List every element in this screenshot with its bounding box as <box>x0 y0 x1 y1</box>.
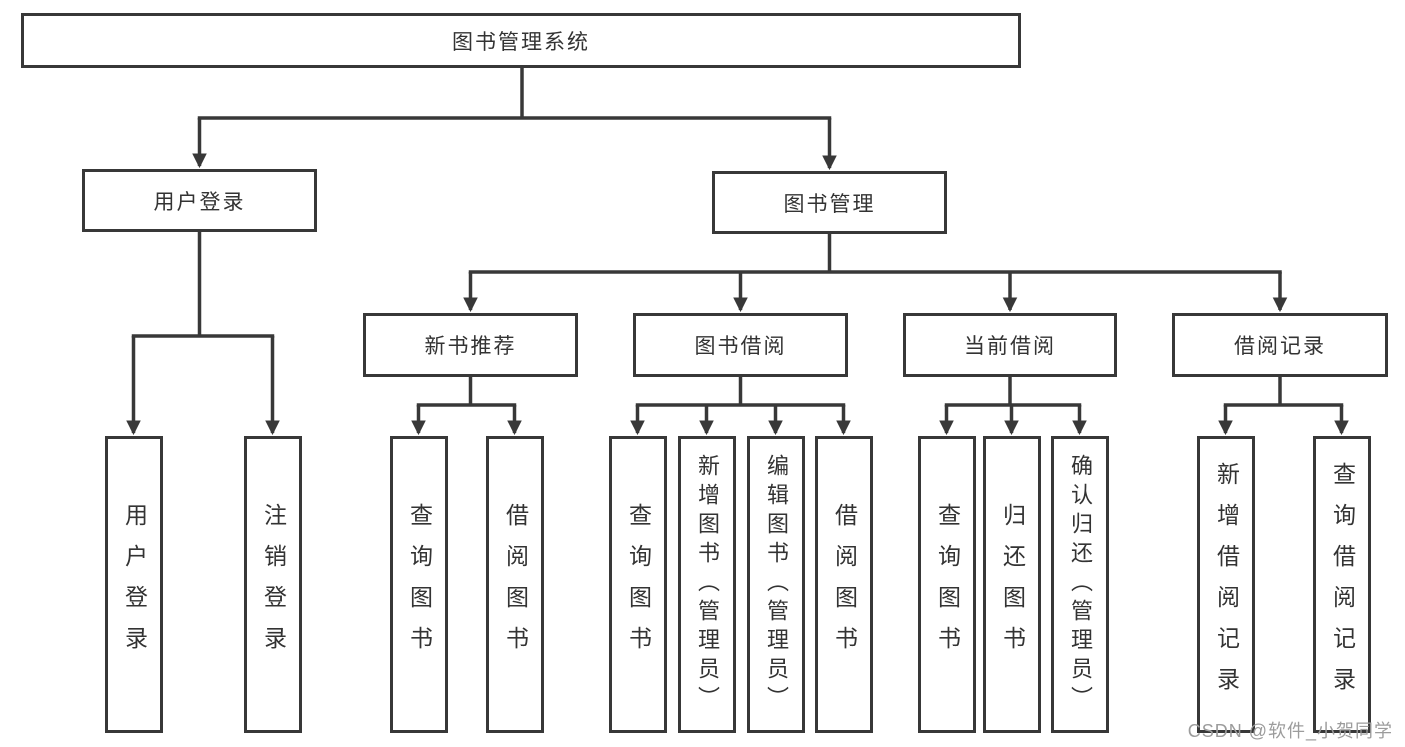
watermark: CSDN @软件_小贺同学 <box>1187 721 1393 741</box>
leaf-add-borrow-record: 新增借阅记录 <box>1197 436 1255 733</box>
leaf-query-books-borrow: 查询图书 <box>609 436 667 733</box>
node-root-label: 图书管理系统 <box>452 30 590 54</box>
leaf-borrow-books-label: 借阅图书 <box>831 502 858 667</box>
node-book-borrow: 图书借阅 <box>633 313 848 377</box>
leaf-add-borrow-record-label: 新增借阅记录 <box>1213 461 1240 708</box>
node-book-management: 图书管理 <box>712 171 947 234</box>
leaf-query-borrow-record-label: 查询借阅记录 <box>1329 461 1356 708</box>
leaf-borrow-books-recommend-label: 借阅图书 <box>502 502 529 667</box>
leaf-add-books-admin-label: 新增图书（管理员） <box>695 453 720 716</box>
leaf-logout: 注销登录 <box>244 436 302 733</box>
leaf-return-books-label: 归还图书 <box>999 502 1026 667</box>
leaf-borrow-books-recommend: 借阅图书 <box>486 436 544 733</box>
node-book-borrow-label: 图书借阅 <box>694 335 787 358</box>
leaf-user-login: 用户登录 <box>105 436 163 733</box>
leaf-return-books: 归还图书 <box>983 436 1041 733</box>
leaf-query-books-current: 查询图书 <box>918 436 976 733</box>
node-new-book-recommend: 新书推荐 <box>363 313 578 377</box>
leaf-query-books-current-label: 查询图书 <box>934 502 961 667</box>
leaf-user-login-label: 用户登录 <box>121 502 148 667</box>
node-borrow-records-label: 借阅记录 <box>1234 335 1326 358</box>
node-new-book-recommend-label: 新书推荐 <box>424 335 517 358</box>
leaf-query-books-recommend: 查询图书 <box>390 436 448 733</box>
leaf-edit-books-admin: 编辑图书（管理员） <box>747 436 805 733</box>
node-current-borrow: 当前借阅 <box>903 313 1117 377</box>
leaf-edit-books-admin-label: 编辑图书（管理员） <box>764 453 789 716</box>
leaf-add-books-admin: 新增图书（管理员） <box>678 436 736 733</box>
leaf-query-books-borrow-label: 查询图书 <box>625 502 652 667</box>
node-user-login: 用户登录 <box>82 169 317 232</box>
node-user-login-label: 用户登录 <box>153 190 246 214</box>
leaf-confirm-return-admin-label: 确认归还（管理员） <box>1068 453 1093 716</box>
node-current-borrow-label: 当前借阅 <box>964 335 1056 358</box>
node-borrow-records: 借阅记录 <box>1172 313 1388 377</box>
node-root: 图书管理系统 <box>21 13 1021 68</box>
leaf-confirm-return-admin: 确认归还（管理员） <box>1051 436 1109 733</box>
leaf-borrow-books: 借阅图书 <box>815 436 873 733</box>
leaf-query-books-recommend-label: 查询图书 <box>406 502 433 667</box>
leaf-query-borrow-record: 查询借阅记录 <box>1313 436 1371 733</box>
leaf-logout-label: 注销登录 <box>260 502 287 667</box>
node-book-management-label: 图书管理 <box>783 192 876 216</box>
